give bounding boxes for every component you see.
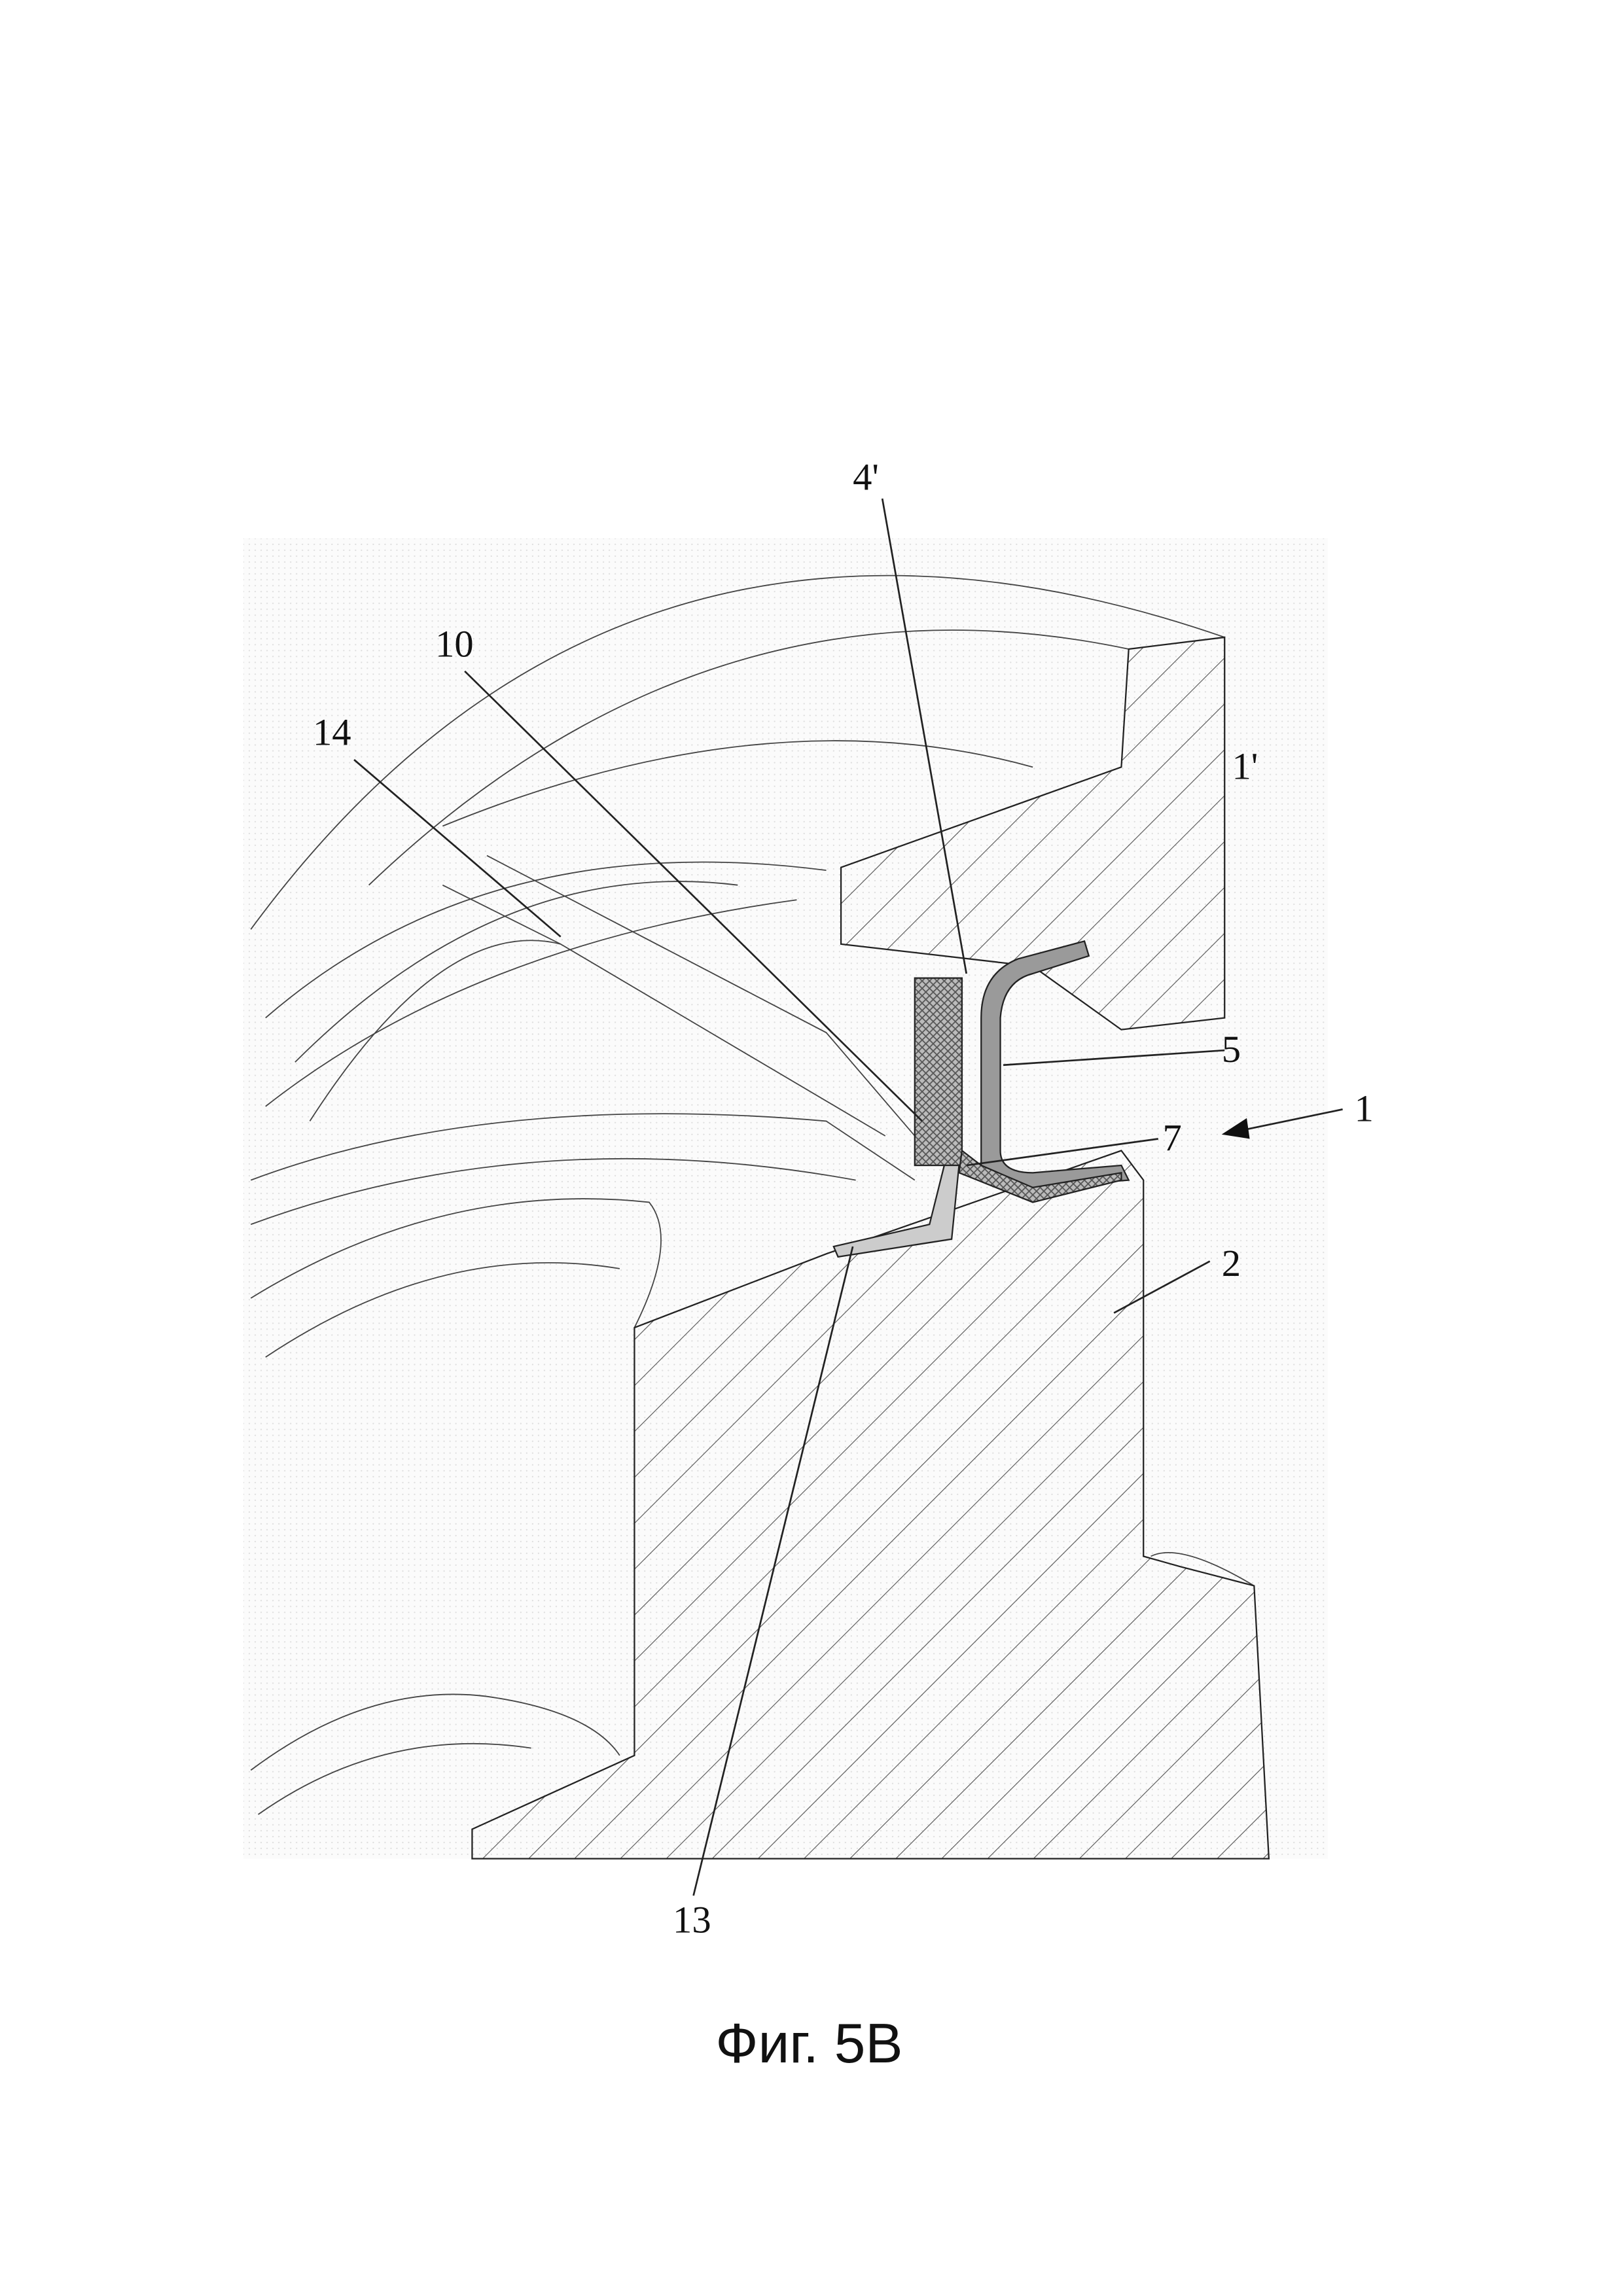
label-4-prime: 4': [853, 455, 879, 498]
label-2: 2: [1222, 1242, 1241, 1284]
leader-lines: [353, 498, 1343, 1896]
label-10: 10: [435, 622, 474, 665]
label-7: 7: [1163, 1117, 1182, 1159]
label-5: 5: [1222, 1028, 1241, 1070]
label-14: 14: [313, 711, 351, 754]
curved-surfaces: [250, 574, 1255, 1815]
element-13: [832, 1164, 960, 1258]
lower-part-2-section: [471, 1150, 1270, 1860]
figure-caption: Фиг. 5В: [715, 2012, 902, 2075]
label-1-prime: 1': [1232, 745, 1258, 787]
seal-element-10: [914, 977, 963, 1167]
upper-part-1-prime-section: [840, 636, 1226, 1031]
arrow-head-1: [1221, 1118, 1250, 1139]
label-1: 1: [1355, 1087, 1374, 1129]
label-13: 13: [673, 1898, 711, 1941]
seal-element-7: [958, 1149, 1122, 1203]
